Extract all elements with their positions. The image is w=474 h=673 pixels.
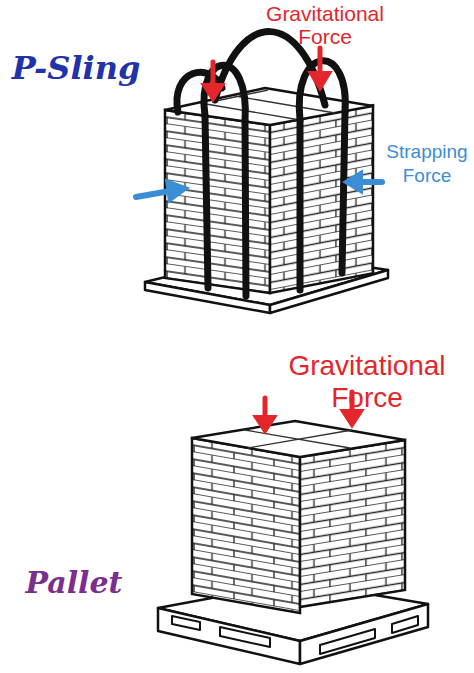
sling-straps (177, 32, 345, 296)
gravity-arrows (202, 48, 331, 101)
brick-stack (192, 421, 405, 613)
title-label: Pallet (14, 566, 134, 600)
force-label: Gravitational Force (262, 350, 472, 414)
title-label: P-Sling (6, 50, 146, 86)
brick-stack (165, 88, 373, 293)
strapping-arrows (136, 171, 382, 202)
force-label: Gravitational Force (250, 2, 400, 48)
force-label: Strapping Force (380, 140, 474, 188)
